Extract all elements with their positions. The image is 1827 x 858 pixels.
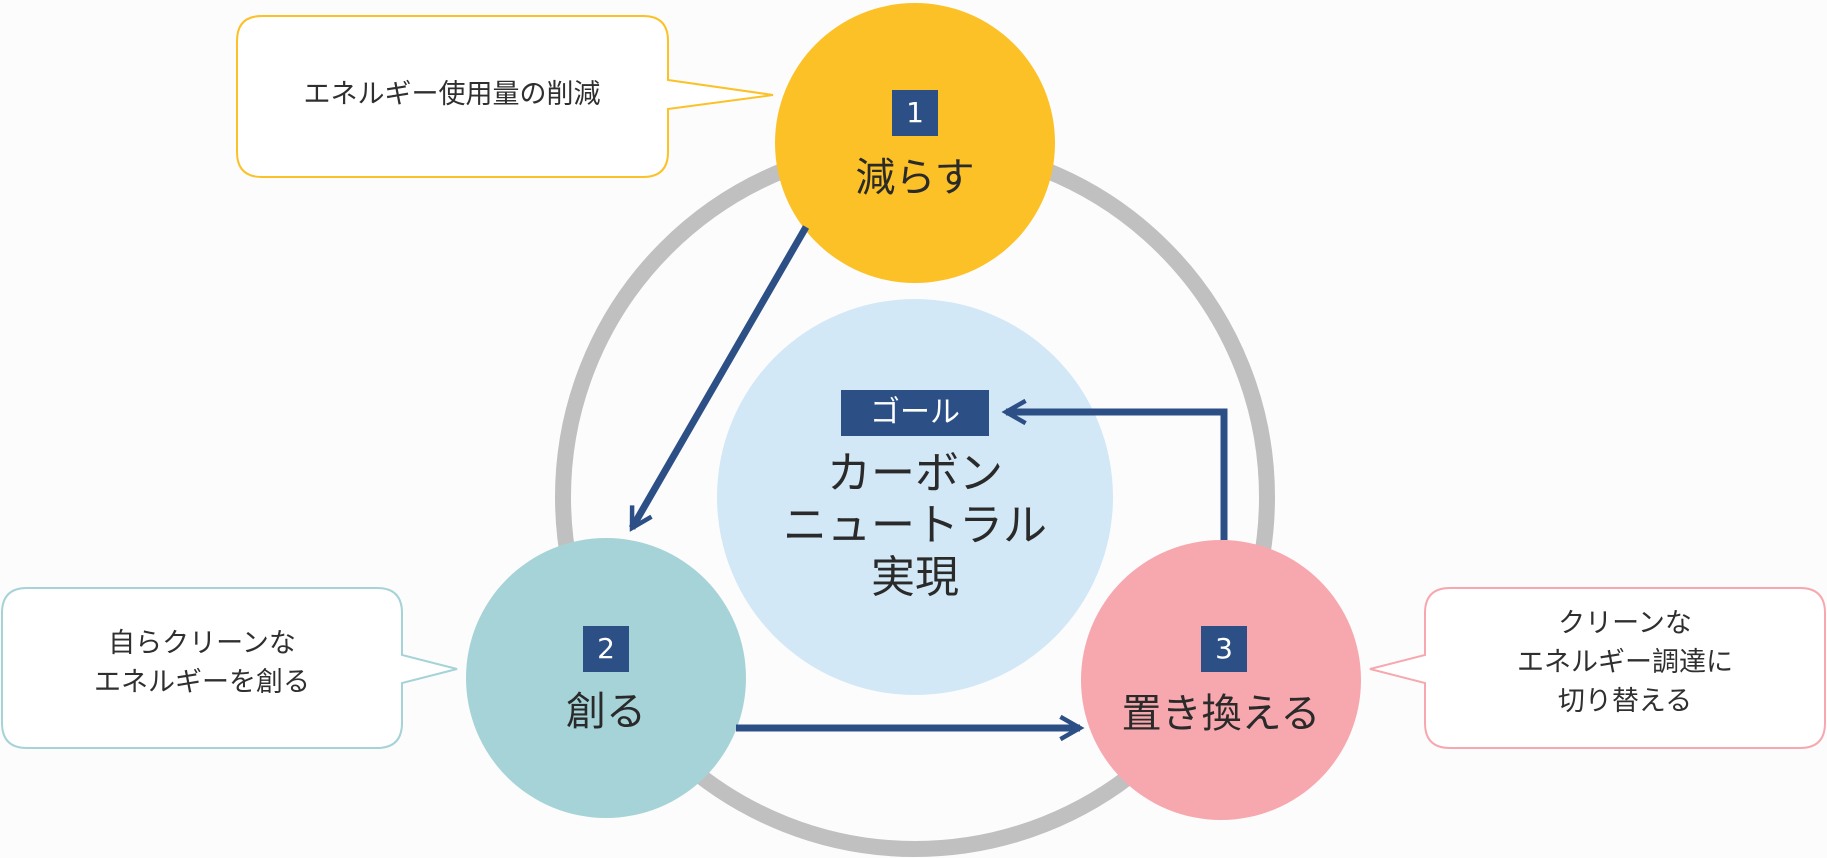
goal-circle bbox=[717, 299, 1113, 695]
arrow-replace-to-goal bbox=[1001, 398, 1228, 540]
callout-bubble-create bbox=[1, 587, 458, 749]
callout-bubble-replace bbox=[1369, 587, 1826, 749]
arrow-reduce-to-create bbox=[628, 225, 810, 532]
node-create-number-badge: 2 bbox=[583, 626, 629, 672]
node-reduce-number-badge: 1 bbox=[892, 90, 938, 136]
node-replace-number-badge: 3 bbox=[1201, 626, 1247, 672]
node-replace-label: 置き換える bbox=[1121, 691, 1321, 737]
node-create-circle bbox=[466, 538, 746, 818]
node-reduce-label: 減らす bbox=[855, 155, 975, 201]
node-replace-circle bbox=[1081, 540, 1361, 820]
callout-text-reduce: エネルギー使用量の削減 bbox=[303, 79, 601, 110]
goal-text: カーボン ニュートラル 実現 bbox=[783, 448, 1047, 603]
node-create-label: 創る bbox=[566, 689, 646, 735]
callout-text-replace: クリーンな エネルギー調達に 切り替える bbox=[1517, 608, 1733, 718]
callout-text-create: 自らクリーンな エネルギーを創る bbox=[94, 628, 310, 699]
node-reduce-circle bbox=[775, 3, 1055, 283]
callout-bubble-reduce bbox=[236, 15, 774, 178]
goal-badge: ゴール bbox=[841, 390, 989, 436]
